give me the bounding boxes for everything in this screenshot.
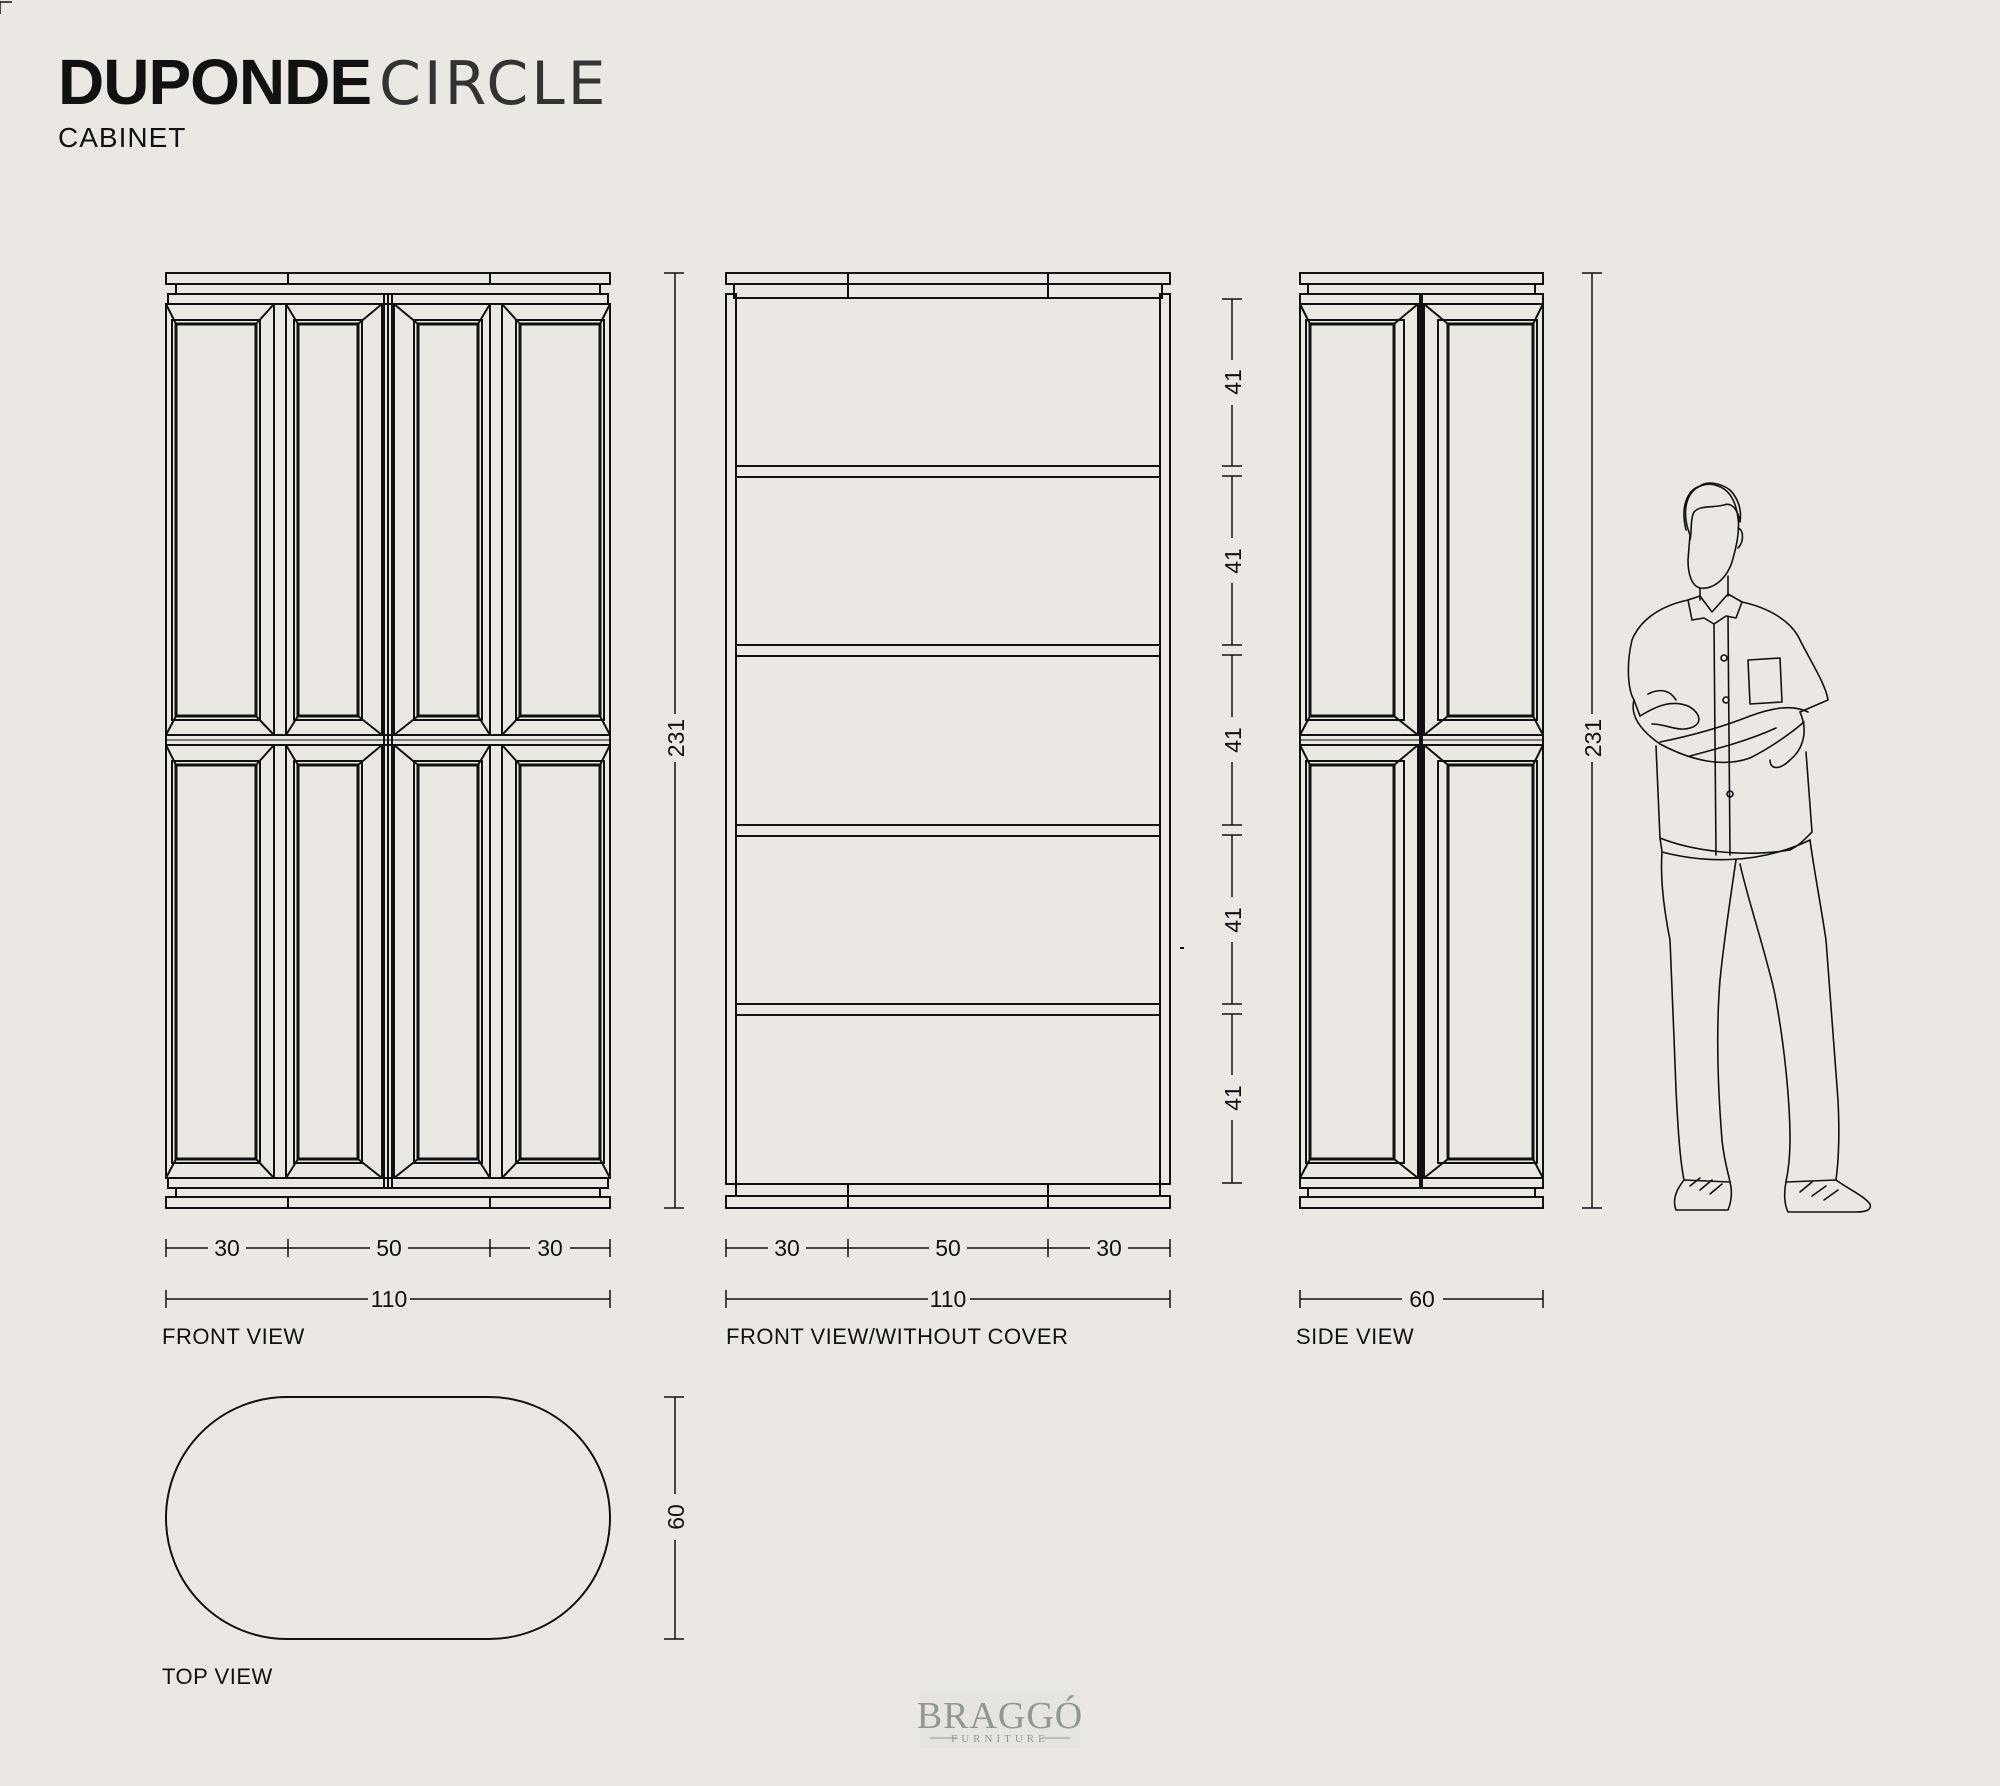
front-dim-left: 30 (214, 1235, 240, 1261)
nocover-dim-center: 50 (935, 1235, 961, 1261)
nocover-dim-left: 30 (774, 1235, 800, 1261)
front-dim-right: 30 (537, 1235, 563, 1261)
side-view-drawing (1299, 272, 1544, 1209)
product-subtitle: CABINET (58, 122, 187, 153)
front-view-no-cover-drawing (725, 272, 1184, 1209)
brand-bold: DUPONDE (58, 46, 372, 118)
top-dim-depth: 60 (663, 1504, 689, 1530)
shelf-dim-1: 41 (1220, 369, 1246, 395)
shelf-dim-2: 41 (1220, 548, 1246, 574)
label-side-view: SIDE VIEW (1296, 1324, 1414, 1349)
nocover-dim-total: 110 (930, 1286, 967, 1312)
front-dim-total: 110 (371, 1286, 408, 1312)
shelf-dim-3: 41 (1220, 727, 1246, 753)
corner-mark (0, 1, 12, 14)
logo-tagline: FURNITURE (951, 1733, 1049, 1745)
shelf-dim-4: 41 (1220, 907, 1246, 933)
brand-light: CIRCLE (379, 49, 609, 119)
label-front-view: FRONT VIEW (162, 1324, 305, 1349)
human-scale-figure (1627, 482, 1872, 1213)
side-dim-height: 231 (1580, 719, 1606, 757)
label-front-view-no-cover: FRONT VIEW/WITHOUT COVER (726, 1324, 1068, 1349)
braggo-logo: BRAGGÓ FURNITURE (917, 1690, 1083, 1748)
label-top-view: TOP VIEW (162, 1664, 273, 1689)
front-view-drawing (165, 272, 611, 1209)
side-dim-width: 60 (1409, 1286, 1435, 1312)
logo-name: BRAGGÓ (917, 1695, 1083, 1737)
no-cover-dimensions (725, 298, 1242, 1308)
top-view-dimensions (664, 1396, 684, 1640)
side-view-dimensions (1299, 272, 1602, 1308)
front-view-dimensions (165, 272, 684, 1308)
front-dim-center: 50 (376, 1235, 402, 1261)
front-dim-height: 231 (663, 719, 689, 757)
shelf-dim-5: 41 (1220, 1085, 1246, 1111)
nocover-dim-right: 30 (1096, 1235, 1122, 1261)
top-view-drawing (165, 1396, 611, 1640)
